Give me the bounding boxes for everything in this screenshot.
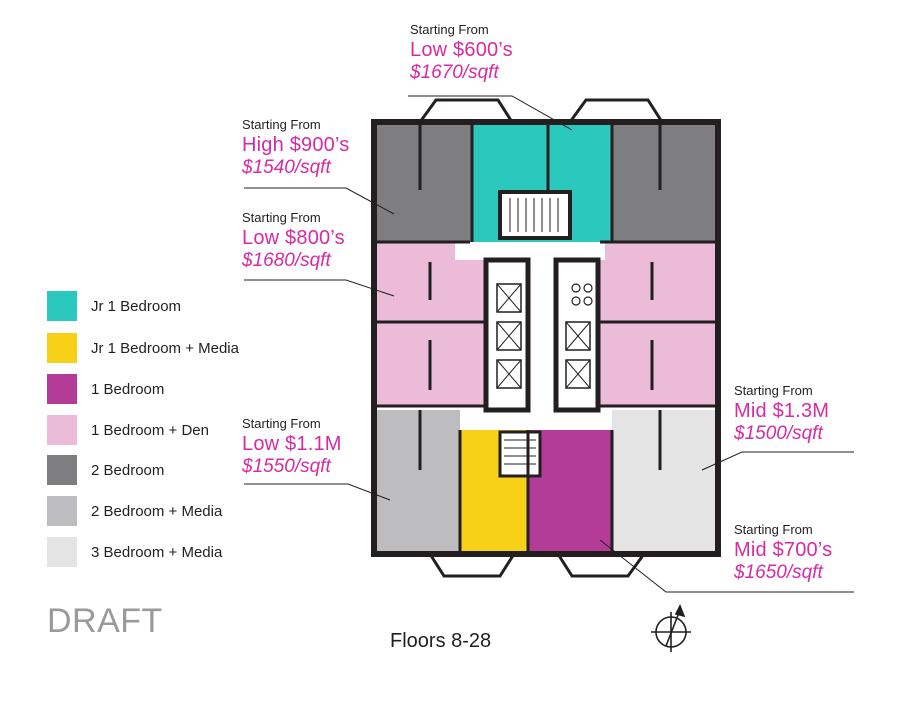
unit-1-bedroom-den <box>600 322 716 406</box>
unit-3-bedroom-media <box>612 410 716 552</box>
legend-swatch <box>47 291 77 321</box>
unit-2-bedroom <box>612 124 716 242</box>
leader-line <box>244 187 395 215</box>
starting-from-label: Starting From <box>410 22 489 37</box>
bay-window <box>417 98 515 124</box>
price-per-sqft: $1680/sqft <box>242 250 331 271</box>
price-callout-1-bedroom: Starting From Mid $700’s $1650/sqft <box>734 523 832 582</box>
price-per-sqft: $1500/sqft <box>734 423 823 444</box>
unit-2-bedroom <box>376 124 472 242</box>
starting-from-label: Starting From <box>242 117 321 132</box>
legend-label: Jr 1 Bedroom + Media <box>91 339 239 357</box>
legend-label: 1 Bedroom <box>91 380 165 398</box>
leader-line <box>244 483 391 501</box>
price-per-sqft: $1650/sqft <box>734 562 823 583</box>
bay-window <box>567 98 665 124</box>
legend-label: 2 Bedroom <box>91 461 165 479</box>
legend-label: Jr 1 Bedroom <box>91 297 182 315</box>
stairwell <box>498 430 542 478</box>
bay-window <box>427 552 517 578</box>
corridor <box>530 260 555 410</box>
legend-label: 3 Bedroom + Media <box>91 543 223 561</box>
legend-item-1-bedroom-den: 1 Bedroom + Den <box>47 415 209 445</box>
legend-swatch <box>47 537 77 567</box>
corridor <box>455 242 605 260</box>
price-range: High $900’s <box>242 134 350 156</box>
unit-2-bedroom-media <box>376 410 460 552</box>
starting-from-label: Starting From <box>734 522 813 537</box>
legend-item-2-bedroom: 2 Bedroom <box>47 455 164 485</box>
legend-label: 1 Bedroom + Den <box>91 421 209 439</box>
price-per-sqft: $1670/sqft <box>410 62 499 83</box>
price-range: Mid $1.3M <box>734 400 830 422</box>
legend-item-3-bedroom-media: 3 Bedroom + Media <box>47 537 222 567</box>
legend-item-1-bedroom: 1 Bedroom <box>47 374 164 404</box>
price-range: Low $600’s <box>410 39 513 61</box>
legend-label: 2 Bedroom + Media <box>91 502 223 520</box>
leader-line <box>408 95 573 131</box>
starting-from-label: Starting From <box>242 210 321 225</box>
legend-item-jr1-bedroom: Jr 1 Bedroom <box>47 291 181 321</box>
legend-item-2-bedroom-media: 2 Bedroom + Media <box>47 496 222 526</box>
legend-swatch <box>47 374 77 404</box>
starting-from-label: Starting From <box>734 383 813 398</box>
unit-1-bedroom <box>528 430 612 552</box>
legend-swatch <box>47 455 77 485</box>
price-callout-2-bedroom: Starting From High $900’s $1540/sqft <box>242 118 349 177</box>
legend-swatch <box>47 333 77 363</box>
price-callout-1-bedroom-den: Starting From Low $800’s $1680/sqft <box>242 211 345 270</box>
leader-line <box>244 279 395 297</box>
price-callout-2-bedroom-media: Starting From Low $1.1M $1550/sqft <box>242 417 342 476</box>
price-range: Low $800’s <box>242 227 345 249</box>
legend-swatch <box>47 496 77 526</box>
draft-watermark: DRAFT <box>47 602 163 640</box>
price-range: Mid $700’s <box>734 539 833 561</box>
leader-line <box>701 451 854 471</box>
leader-line <box>599 539 854 593</box>
price-per-sqft: $1540/sqft <box>242 157 331 178</box>
legend-item-jr1-bedroom-media: Jr 1 Bedroom + Media <box>47 333 239 363</box>
price-per-sqft: $1550/sqft <box>242 456 331 477</box>
north-arrow-icon <box>651 604 691 652</box>
price-callout-jr1: Starting From Low $600’s $1670/sqft <box>410 23 513 82</box>
price-range: Low $1.1M <box>242 433 342 455</box>
exterior-wall <box>371 119 721 557</box>
unit-1-bedroom-den <box>600 242 716 322</box>
floors-label: Floors 8-28 <box>390 630 492 652</box>
starting-from-label: Starting From <box>242 416 321 431</box>
price-callout-3-bedroom-media: Starting From Mid $1.3M $1500/sqft <box>734 384 829 443</box>
legend-swatch <box>47 415 77 445</box>
